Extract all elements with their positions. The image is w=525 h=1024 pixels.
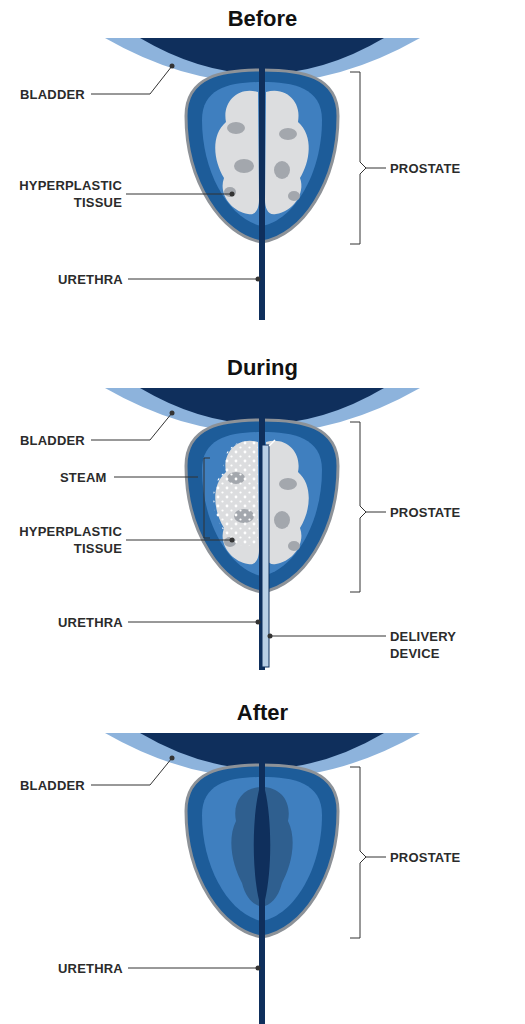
part-label: URETHRA xyxy=(58,614,126,631)
part-label: URETHRA xyxy=(58,960,126,977)
part-label: BLADDER xyxy=(20,432,90,449)
part-label: BLADDER xyxy=(20,86,90,103)
part-label: BLADDER xyxy=(20,777,90,794)
part-label: DELIVERY DEVICE xyxy=(390,628,500,662)
part-label: URETHRA xyxy=(58,271,126,288)
part-label: PROSTATE xyxy=(390,160,500,177)
part-label: HYPERPLASTIC TISSUE xyxy=(8,523,122,557)
section-title: During xyxy=(0,355,525,381)
part-label: STEAM xyxy=(60,469,112,486)
section-title: After xyxy=(0,700,525,726)
part-label: PROSTATE xyxy=(390,849,500,866)
part-label: PROSTATE xyxy=(390,504,500,521)
part-label: HYPERPLASTIC TISSUE xyxy=(8,177,122,211)
section-title: Before xyxy=(0,6,525,32)
